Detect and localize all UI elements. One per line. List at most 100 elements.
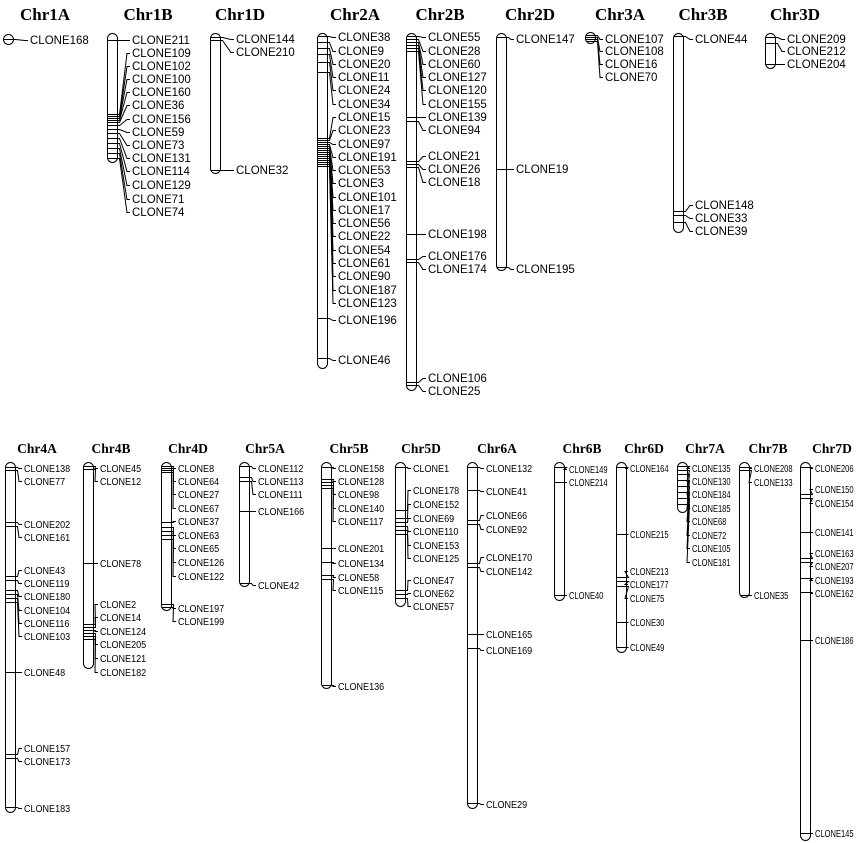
marker-connector — [416, 378, 426, 383]
chromosome-title: Chr5B — [329, 441, 368, 456]
marker-label: CLONE121 — [100, 653, 146, 665]
marker-label: CLONE198 — [428, 229, 487, 241]
marker-label: CLONE147 — [516, 34, 575, 46]
marker-connector — [249, 583, 256, 586]
marker-label: CLONE67 — [178, 503, 219, 515]
marker-connector — [93, 617, 98, 628]
marker-label: CLONE71 — [132, 194, 184, 206]
marker-connector — [595, 35, 603, 40]
marker-label: CLONE145 — [815, 828, 854, 839]
marker-label: CLONE133 — [754, 477, 793, 488]
marker-label: CLONE56 — [338, 218, 390, 230]
chromosome-bar — [467, 462, 478, 809]
marker-connector — [171, 521, 176, 523]
marker-connector — [748, 470, 753, 483]
marker-label: CLONE78 — [100, 558, 142, 570]
marker-label: CLONE72 — [692, 530, 726, 541]
marker-label: CLONE180 — [24, 591, 71, 603]
marker-label: CLONE22 — [338, 231, 390, 243]
marker-connector — [171, 472, 176, 509]
marker-connector — [683, 215, 693, 219]
marker-label: CLONE165 — [486, 629, 533, 641]
marker-label: CLONE73 — [132, 140, 184, 152]
marker-label: CLONE94 — [428, 125, 481, 137]
marker-label: CLONE41 — [486, 486, 527, 498]
marker-connector — [171, 604, 176, 609]
marker-connector — [327, 117, 336, 139]
marker-connector — [416, 48, 426, 91]
marker-label: CLONE58 — [338, 572, 380, 584]
chromosome-title: Chr4B — [91, 441, 130, 456]
chromosome-bar — [554, 462, 565, 601]
marker-label: CLONE49 — [630, 642, 664, 653]
chromosome-title: Chr4D — [168, 441, 208, 456]
marker-label: CLONE25 — [428, 386, 480, 398]
marker-connector — [683, 36, 693, 40]
marker-connector — [477, 490, 484, 492]
marker-connector — [117, 79, 130, 119]
marker-label: CLONE207 — [815, 561, 854, 572]
marker-label: CLONE173 — [24, 756, 71, 768]
marker-label: CLONE150 — [815, 484, 854, 495]
marker-label: CLONE42 — [258, 580, 299, 592]
chromosome-title: Chr5A — [245, 441, 285, 456]
marker-label: CLONE204 — [787, 59, 846, 71]
marker-label: CLONE134 — [338, 558, 385, 570]
marker-label: CLONE209 — [787, 34, 846, 46]
marker-connector — [15, 594, 22, 611]
marker-connector — [117, 158, 130, 213]
chromosome-title: Chr1B — [123, 5, 172, 24]
marker-label: CLONE21 — [428, 151, 480, 163]
marker-connector — [477, 567, 484, 572]
marker-label: CLONE103 — [24, 631, 71, 643]
marker-connector — [683, 222, 693, 232]
marker-connector — [775, 37, 785, 40]
marker-label: CLONE135 — [692, 463, 731, 474]
marker-connector — [416, 121, 426, 131]
chromosome-bar — [739, 462, 750, 598]
marker-label: CLONE109 — [132, 48, 191, 60]
marker-label: CLONE186 — [815, 635, 854, 646]
marker-label: CLONE97 — [338, 139, 390, 151]
marker-connector — [405, 467, 411, 469]
marker-connector — [171, 607, 176, 622]
marker-label: CLONE195 — [516, 264, 575, 276]
marker-connector — [416, 164, 426, 170]
marker-label: CLONE18 — [428, 177, 480, 189]
marker-connector — [117, 53, 130, 115]
marker-connector — [405, 530, 411, 546]
marker-label: CLONE24 — [338, 85, 391, 97]
marker-label: CLONE106 — [428, 373, 487, 385]
marker-label: CLONE20 — [338, 59, 390, 71]
marker-label: CLONE148 — [695, 200, 754, 212]
marker-connector — [405, 598, 411, 607]
marker-connector — [331, 685, 336, 687]
marker-label: CLONE124 — [100, 626, 147, 638]
marker-label: CLONE19 — [516, 164, 568, 176]
marker-label: CLONE17 — [338, 205, 390, 217]
marker-label: CLONE28 — [428, 46, 480, 58]
marker-connector — [331, 479, 336, 482]
marker-label: CLONE169 — [486, 645, 532, 657]
marker-connector — [15, 522, 22, 525]
marker-label: CLONE101 — [338, 192, 397, 204]
marker-label: CLONE61 — [338, 258, 390, 270]
marker-label: CLONE158 — [338, 463, 385, 475]
marker-connector — [93, 466, 98, 469]
marker-label: CLONE92 — [486, 524, 527, 536]
marker-connector — [809, 498, 814, 504]
marker-connector — [775, 43, 785, 52]
marker-label: CLONE214 — [569, 477, 608, 488]
marker-connector — [117, 138, 130, 159]
marker-label: CLONE43 — [24, 565, 66, 577]
marker-connector — [15, 758, 22, 762]
marker-label: CLONE155 — [428, 99, 487, 111]
marker-connector — [15, 570, 22, 577]
marker-label: CLONE60 — [428, 59, 480, 71]
marker-label: CLONE104 — [24, 605, 71, 617]
marker-connector — [327, 36, 336, 38]
marker-connector — [327, 130, 336, 141]
marker-connector — [405, 490, 411, 511]
